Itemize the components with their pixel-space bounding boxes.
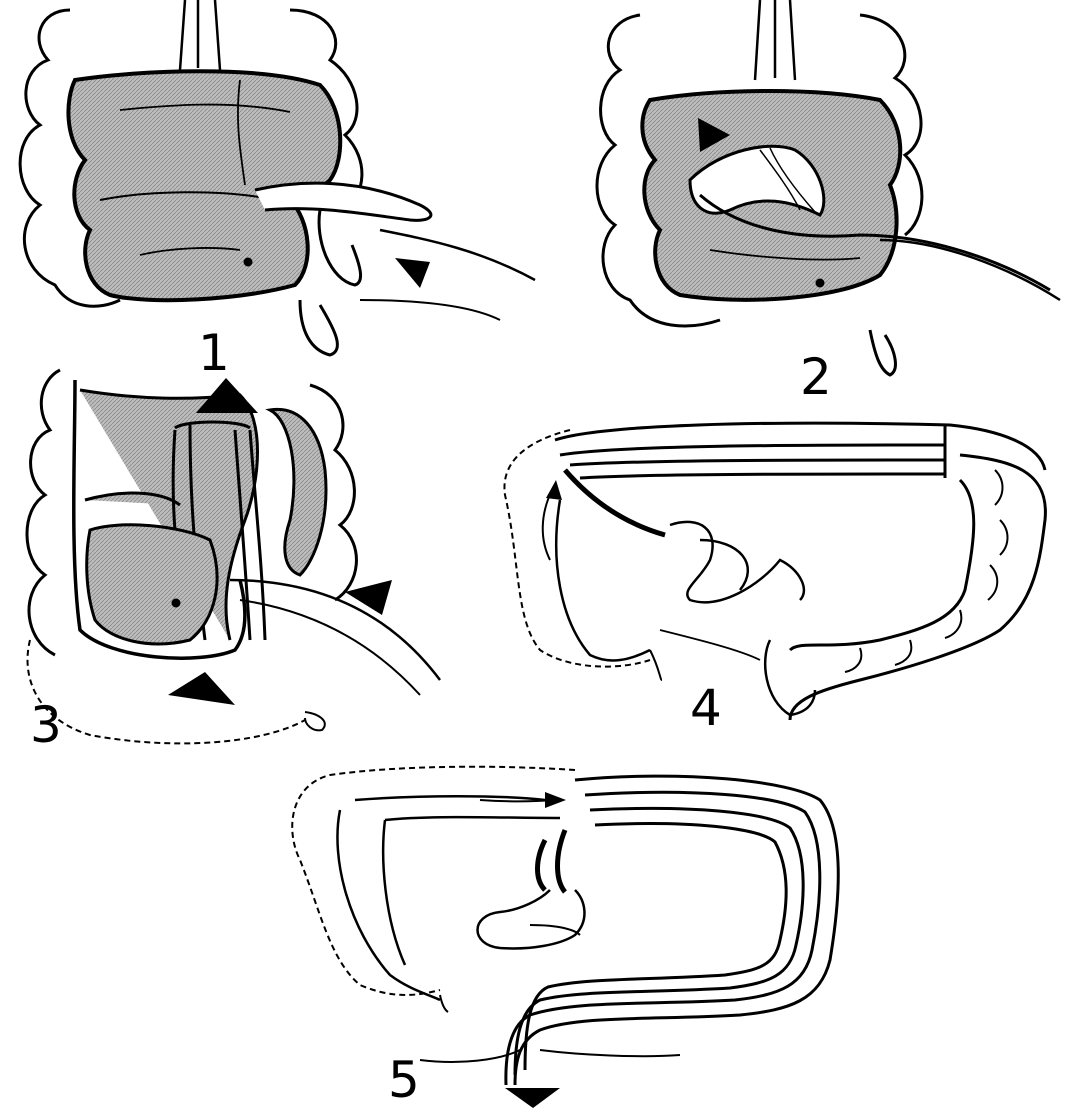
stage-1-drawing (20, 0, 535, 355)
stage-label-4: 4 (690, 683, 722, 733)
stage-2-drawing (597, 0, 1060, 375)
stage-4-drawing (504, 423, 1045, 720)
stage-label-3: 3 (30, 700, 62, 750)
stage-label-1: 1 (198, 328, 230, 378)
stage-5-drawing (292, 767, 838, 1108)
stage-label-2: 2 (800, 352, 832, 402)
stage-3-drawing (27, 370, 440, 743)
stage-label-5: 5 (388, 1055, 420, 1105)
